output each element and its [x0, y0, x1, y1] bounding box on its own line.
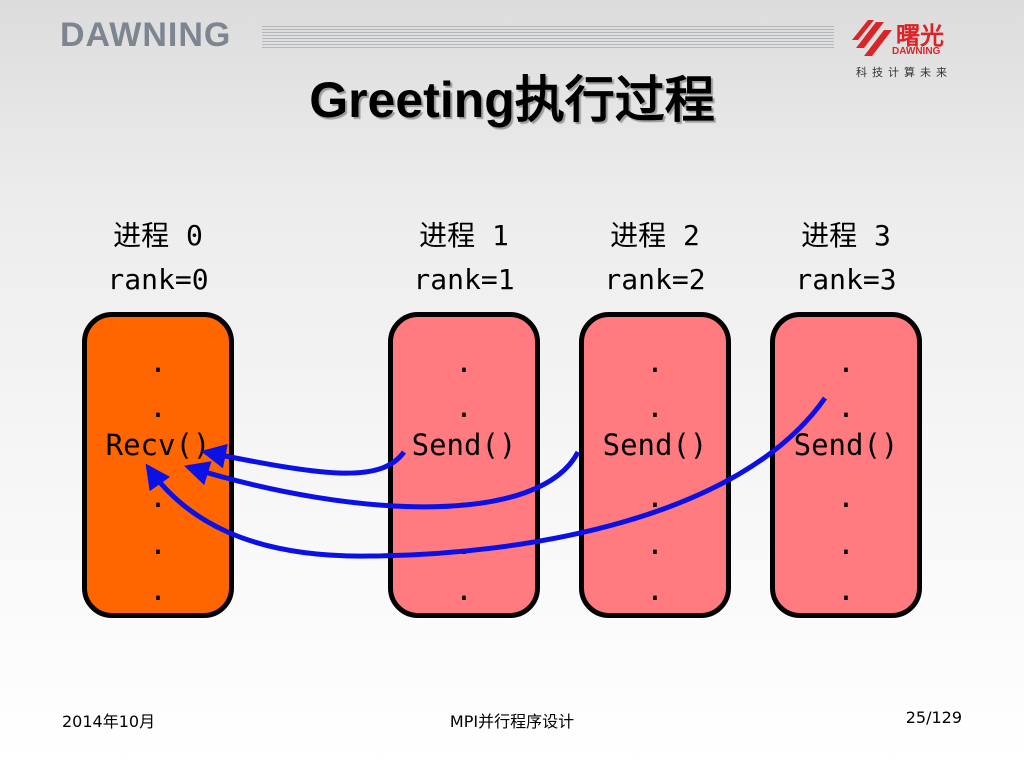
logo-chinese-name: 曙光 — [896, 22, 944, 50]
company-logo: 曙光 DAWNING 科技计算未来 — [850, 16, 970, 80]
process-3-rank: rank=3 — [795, 263, 897, 296]
process-0-name: 进程 0 — [113, 219, 203, 252]
process-0-rank: rank=0 — [107, 263, 209, 296]
arrow-send-3-to-recv — [145, 396, 828, 559]
logo-slogan: 科技计算未来 — [856, 66, 952, 79]
process-3-line: . — [837, 480, 855, 514]
footer-course-title: MPI并行程序设计 — [449, 712, 575, 731]
arrow-send-1-to-recv — [200, 443, 407, 476]
process-3-name: 进程 3 — [801, 219, 891, 252]
process-3-box: . . Send() . . . — [770, 312, 922, 618]
brand-wordmark: DAWNING — [60, 16, 232, 54]
process-1-line: . — [455, 573, 473, 607]
process-1-name: 进程 1 — [419, 219, 509, 252]
process-0-line: . — [149, 390, 167, 424]
header-divider-lines — [262, 26, 834, 48]
process-3-line: . — [837, 527, 855, 561]
process-2-box: . . Send() . . . — [579, 312, 731, 618]
process-2-line: . — [646, 480, 664, 514]
process-0-line: . — [149, 345, 167, 379]
process-1-rank: rank=1 — [413, 263, 515, 296]
process-1-label: 进程 1 rank=1 — [389, 214, 539, 302]
process-1-line: . — [455, 345, 473, 379]
process-3-line: . — [837, 345, 855, 379]
process-2-send-call: Send() — [602, 428, 708, 462]
process-0-line: . — [149, 527, 167, 561]
logo-mark-icon — [852, 20, 892, 56]
process-1-send-call: Send() — [411, 428, 517, 462]
footer-date: 2014年10月 — [62, 712, 156, 731]
process-3-line: . — [837, 573, 855, 607]
process-1-line: . — [455, 390, 473, 424]
process-3-line: . — [837, 390, 855, 424]
process-2-line: . — [646, 527, 664, 561]
process-3-label: 进程 3 rank=3 — [771, 214, 921, 302]
process-2-line: . — [646, 390, 664, 424]
slide-title: Greeting执行过程 — [309, 72, 715, 128]
footer-page-number: 25/129 — [905, 708, 962, 727]
process-0-recv-call: Recv() — [105, 428, 211, 462]
process-2-line: . — [646, 345, 664, 379]
process-2-rank: rank=2 — [604, 263, 706, 296]
logo-english-name: DAWNING — [892, 46, 941, 57]
process-2-label: 进程 2 rank=2 — [580, 214, 730, 302]
process-2-line: . — [646, 573, 664, 607]
process-0-label: 进程 0 rank=0 — [83, 214, 233, 302]
arrow-send-2-to-recv — [184, 450, 581, 510]
process-2-name: 进程 2 — [610, 219, 700, 252]
process-3-send-call: Send() — [793, 428, 899, 462]
process-0-line: . — [149, 573, 167, 607]
